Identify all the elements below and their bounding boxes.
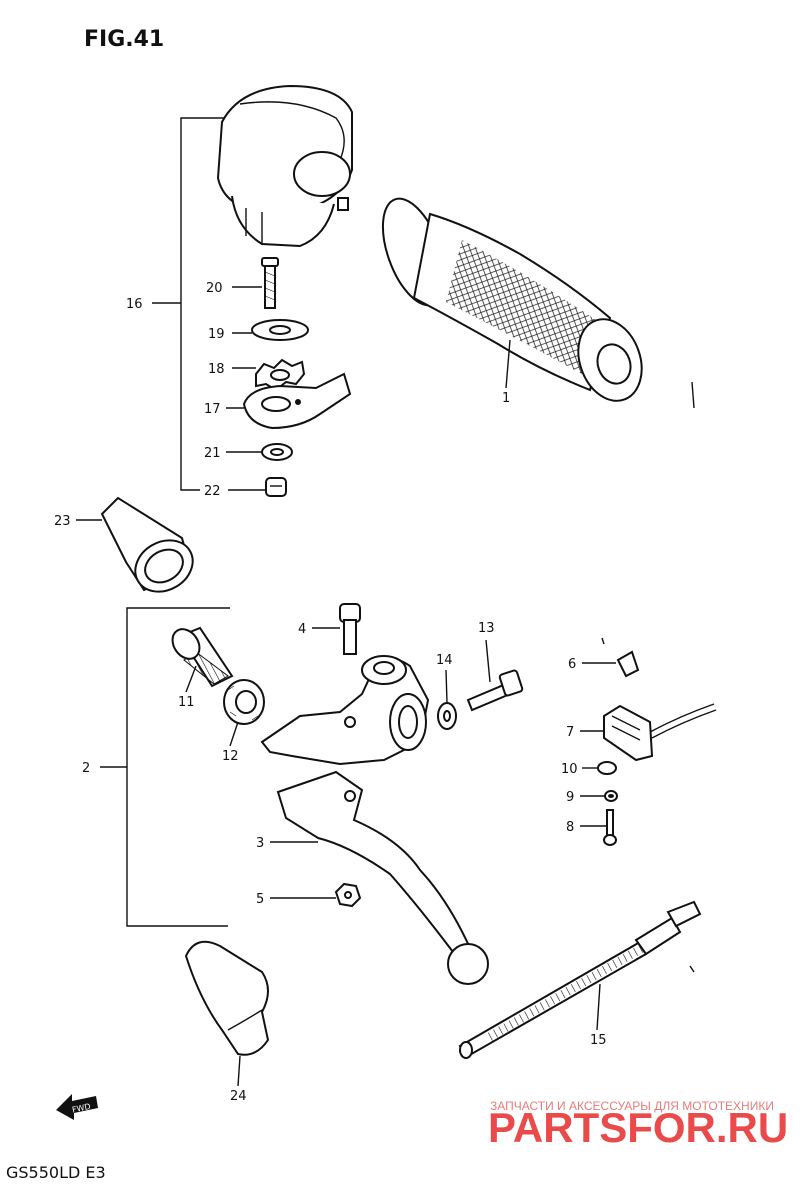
callout-5: 5: [256, 892, 264, 907]
adjuster-nut-12: [223, 679, 265, 725]
model-code: GS550LD E3: [6, 1163, 106, 1182]
pivot-bolt-4: [339, 603, 361, 655]
callout-8: 8: [566, 820, 574, 835]
callout-22: 22: [204, 484, 221, 499]
washer-14: [437, 702, 457, 730]
watermark-brand: PARTSFOR.RU: [488, 1104, 788, 1151]
callout-11: 11: [178, 695, 195, 710]
screw-13: [466, 669, 524, 712]
nut-5: [334, 882, 362, 908]
handlebar-grip-1: [381, 197, 643, 402]
ring-21: [261, 443, 293, 461]
callout-9: 9: [566, 790, 574, 805]
lever-bracket: [260, 655, 430, 766]
callout-20: 20: [206, 281, 223, 296]
bolt-11: [171, 626, 234, 688]
lever-boot-23: [100, 496, 194, 593]
washer-19: [251, 319, 309, 341]
forward-arrow-icon: FWD: [56, 1094, 98, 1120]
callout-3: 3: [256, 836, 264, 851]
callout-24: 24: [230, 1089, 247, 1104]
callout-labels: 1 2 3 4 5 6 7 8 9 10 11 12 13 14 15 16 1…: [54, 281, 607, 1104]
star-washer-18: [255, 358, 306, 392]
callout-7: 7: [566, 725, 574, 740]
callout-18: 18: [208, 362, 225, 377]
screw-8: [603, 809, 617, 846]
leader-lines: [76, 286, 616, 1087]
bracket-group-16: [152, 117, 232, 491]
callout-19: 19: [208, 327, 225, 342]
clip-6: [616, 650, 640, 678]
screw-22: [265, 477, 287, 497]
switch-plate-17: [242, 372, 352, 430]
figure-title: FIG.41: [84, 27, 164, 52]
callout-10: 10: [561, 762, 578, 777]
bracket-group-2: [100, 607, 230, 927]
callout-13: 13: [478, 621, 495, 636]
switch-housing-16: [216, 84, 353, 248]
watermark: ЗАПЧАСТИ И АКСЕССУАРЫ ДЛЯ МОТОТЕХНИКИ PA…: [488, 1099, 788, 1151]
cable-tie-15: [458, 900, 702, 1059]
stray-marks: [601, 381, 695, 973]
callout-12: 12: [222, 749, 239, 764]
watermark-subtitle: ЗАПЧАСТИ И АКСЕССУАРЫ ДЛЯ МОТОТЕХНИКИ: [490, 1099, 774, 1113]
callout-23: 23: [54, 514, 71, 529]
clutch-lever-3: [276, 770, 489, 985]
clutch-switch-7: [603, 703, 717, 762]
callout-1: 1: [502, 391, 510, 406]
callout-17: 17: [204, 402, 221, 417]
callout-16: 16: [126, 297, 143, 312]
callout-14: 14: [436, 653, 453, 668]
lever-cover-24: [184, 940, 270, 1056]
washer-10: [597, 761, 617, 775]
fwd-label: FWD: [71, 1102, 91, 1115]
screw-20: [261, 257, 279, 309]
callout-2: 2: [82, 761, 90, 776]
callout-4: 4: [298, 622, 306, 637]
callout-6: 6: [568, 657, 576, 672]
callout-15: 15: [590, 1033, 607, 1048]
nut-9: [604, 790, 618, 802]
callout-21: 21: [204, 446, 221, 461]
